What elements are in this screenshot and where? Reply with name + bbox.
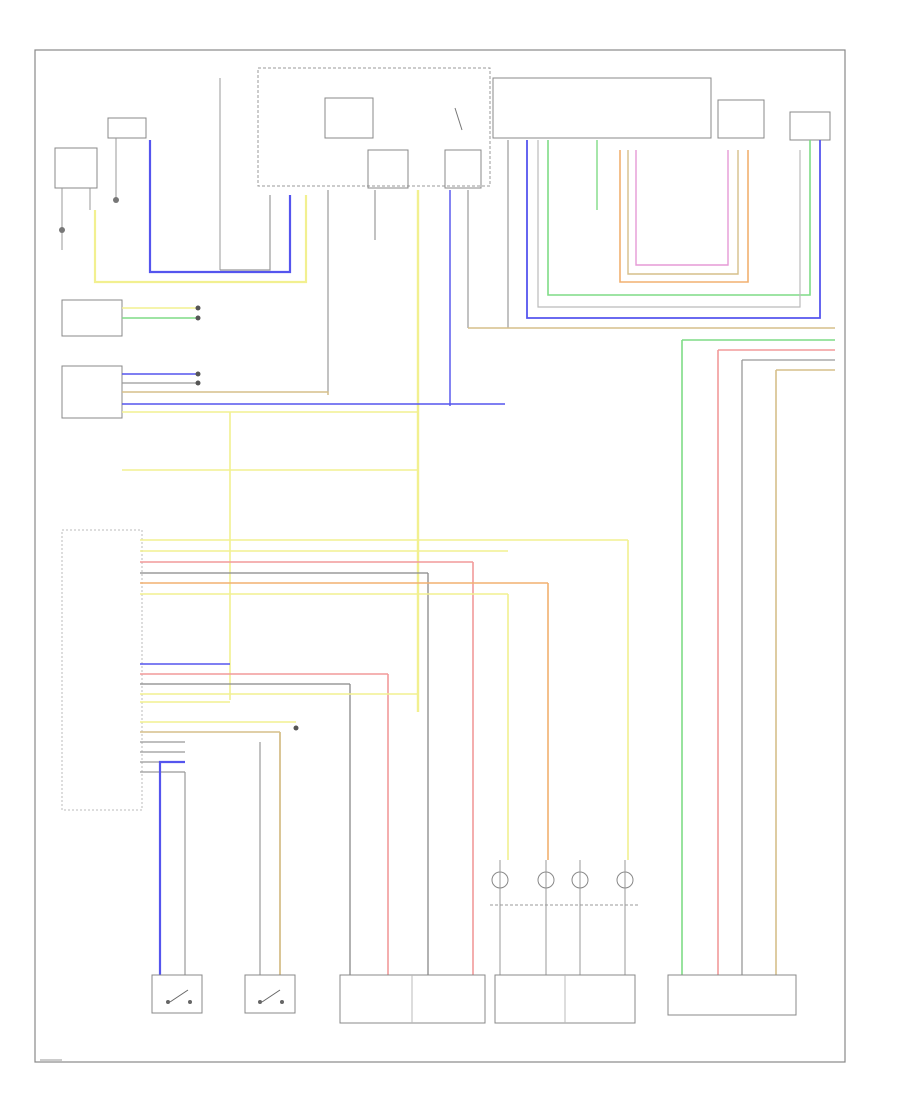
side-curtain-airbag	[494, 974, 636, 1024]
occupant-classification-sensor	[667, 974, 797, 1016]
right-connector-top-right	[789, 111, 831, 141]
side-curtain-squibs	[490, 860, 640, 975]
passenger-airbag-module	[339, 974, 486, 1024]
wire-pink-bcm	[635, 150, 729, 266]
wire-green-bcm	[547, 140, 811, 296]
wire-yellow-top-left	[93, 195, 308, 284]
diagram-border	[34, 49, 846, 1063]
wire-orange-bcm	[619, 150, 749, 283]
seat-belt-switch-left	[151, 974, 203, 1014]
airbag-control-module	[61, 365, 505, 419]
wire-blue-bcm	[526, 140, 821, 319]
top-left-connector-2	[107, 117, 147, 203]
fuse-relay-box	[219, 67, 491, 270]
wire-blue-top-left	[148, 140, 292, 274]
top-left-connector-1	[54, 147, 98, 250]
seat-belt-switch-right	[244, 974, 296, 1014]
fuse-block-top-right	[717, 99, 765, 139]
wire-gray-bcm	[537, 140, 801, 308]
wire-gray-top-left	[220, 195, 271, 271]
body-control-module	[492, 77, 712, 139]
wire-tan-bcm	[627, 150, 739, 275]
airbag-module-pinout	[61, 529, 629, 975]
instrument-cluster	[61, 299, 201, 337]
wire-blue-seatbelt-left	[158, 760, 185, 975]
